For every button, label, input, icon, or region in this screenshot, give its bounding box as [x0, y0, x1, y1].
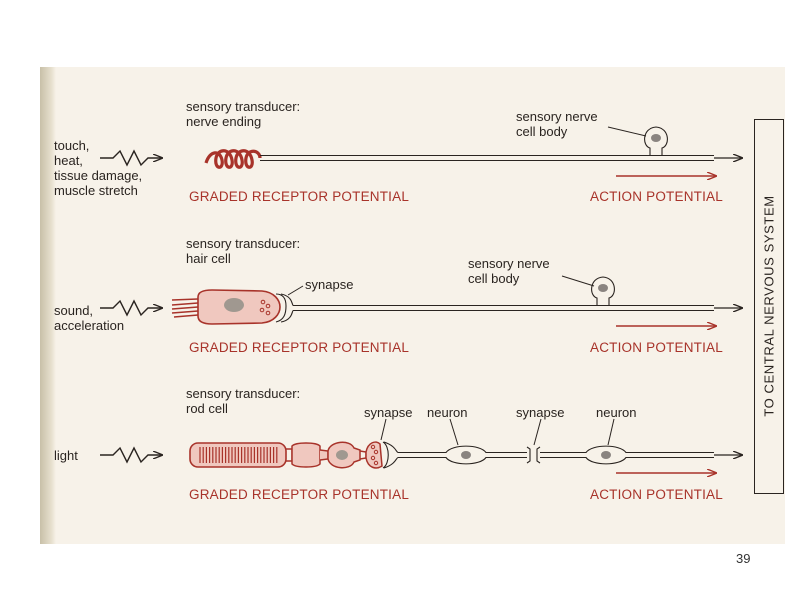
book-spine-shadow	[40, 67, 56, 544]
page-number: 39	[736, 551, 751, 566]
rod-cell	[189, 441, 383, 469]
cell-body-pointer-1	[607, 126, 647, 137]
synapse-terminal-3a	[382, 441, 399, 469]
neuron-label-3a: neuron	[427, 405, 468, 420]
synapse-label-3a: synapse	[364, 405, 413, 420]
stimulus-label-2: sound, acceleration	[54, 303, 125, 333]
transducer-label-2: sensory transducer: hair cell	[186, 236, 301, 266]
neuron-pointer-3a	[449, 418, 459, 446]
synapse-pointer-2	[287, 285, 304, 296]
synapse-label-3b: synapse	[516, 405, 565, 420]
stimulus-wave-1	[100, 149, 162, 167]
cell-body-2	[591, 276, 615, 305]
cell-body-label-2: sensory nerve cell body	[468, 256, 550, 286]
synapse-terminal-2	[275, 293, 294, 323]
neuron-label-3b: neuron	[596, 405, 637, 420]
action-potential-label-2: ACTION POTENTIAL	[590, 340, 723, 355]
transducer-label-3: sensory transducer: rod cell	[186, 386, 301, 416]
stimulus-label-3: light	[54, 448, 78, 463]
stimulus-label-1: touch, heat, tissue damage, muscle stret…	[54, 138, 143, 198]
nerve-fiber-2	[293, 304, 714, 312]
cell-body-1	[644, 126, 668, 155]
action-potential-label-1: ACTION POTENTIAL	[590, 189, 723, 204]
neuron-nucleus-2	[601, 451, 611, 459]
synapse-pointer-3a	[380, 418, 387, 441]
action-potential-label-3: ACTION POTENTIAL	[590, 487, 723, 502]
nerve-fiber-3	[398, 445, 714, 465]
neuron-pointer-3b	[607, 418, 615, 446]
hair-cell	[171, 289, 281, 325]
synapse-label-2: synapse	[305, 277, 354, 292]
graded-potential-label-2: GRADED RECEPTOR POTENTIAL	[189, 340, 410, 355]
nerve-ending-coil	[204, 149, 262, 169]
synapse-pointer-3b	[533, 418, 542, 446]
central-nervous-system-box	[754, 119, 784, 494]
stimulus-wave-2	[100, 299, 162, 317]
neuron-nucleus-1	[461, 451, 471, 459]
central-nervous-system-label: TO CENTRAL NERVOUS SYSTEM	[761, 195, 777, 417]
cell-body-label-1: sensory nerve cell body	[516, 109, 598, 139]
transducer-label-1: sensory transducer: nerve ending	[186, 99, 301, 129]
nerve-fiber-1	[260, 154, 714, 162]
graded-potential-label-3: GRADED RECEPTOR POTENTIAL	[189, 487, 410, 502]
graded-potential-label-1: GRADED RECEPTOR POTENTIAL	[189, 189, 410, 204]
cell-body-pointer-2	[561, 275, 595, 287]
stimulus-wave-3	[100, 446, 162, 464]
